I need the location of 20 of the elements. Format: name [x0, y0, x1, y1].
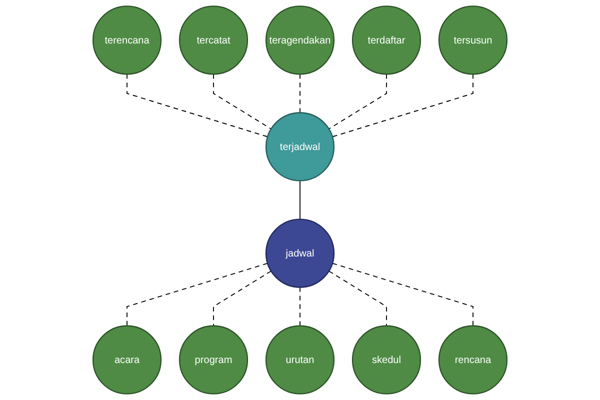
circle-node: rencana [438, 325, 508, 394]
connector-line [328, 270, 387, 326]
circle-node: teragendakan [265, 6, 335, 75]
circle-node: acara [92, 325, 162, 394]
connector-line [126, 74, 268, 138]
connector-line [332, 262, 474, 326]
circle-node: program [178, 325, 248, 394]
circle-node: terencana [92, 6, 162, 75]
connector-line [126, 262, 268, 326]
circle-node: tercatat [178, 6, 248, 75]
connector-line [213, 74, 272, 130]
circle-node: tersusun [438, 6, 508, 75]
circle-node: terdaftar [352, 6, 422, 75]
circle-node: skedul [352, 325, 422, 394]
circle-node: jadwal [265, 218, 335, 288]
connector-line [213, 270, 272, 326]
circle-node: terjadwal [265, 112, 335, 182]
connector-line [332, 74, 474, 138]
connector-line [328, 74, 387, 130]
circle-node: urutan [265, 325, 335, 394]
